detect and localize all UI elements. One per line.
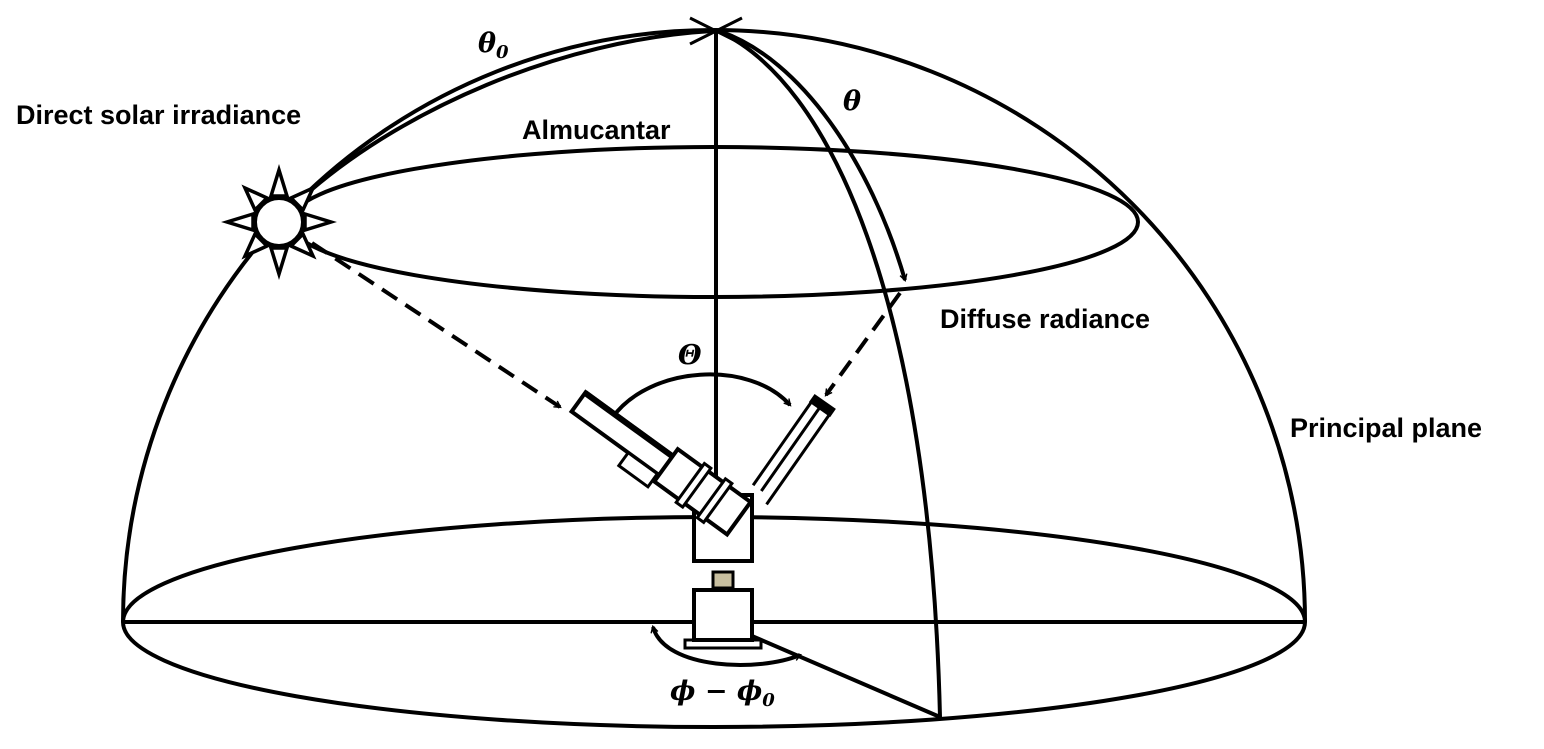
zenith-mark (689, 16, 743, 46)
view-zenith-symbol: θ (843, 86, 861, 117)
sky-tube-line (751, 400, 813, 487)
direct-solar-label: Direct solar irradiance (16, 100, 301, 130)
almucantar-label: Almucantar (522, 115, 671, 145)
sun-photometer-instrument (568, 389, 836, 650)
sun-icon (221, 164, 337, 280)
solar-zenith-arc (300, 29, 713, 200)
sensor-ring-1 (674, 461, 713, 510)
solar-zenith-symbol: θ0 (478, 28, 509, 63)
principal-plane-arc (715, 28, 942, 718)
principal-plane-label: Principal plane (1290, 413, 1482, 443)
sensor-ring-2 (695, 476, 735, 525)
diffuse-radiance-label: Diffuse radiance (940, 304, 1150, 334)
diffuse-ray (824, 291, 902, 397)
azimuth-symbol: ϕ − ϕ0 (670, 676, 775, 711)
scattering-angle-arc (610, 372, 792, 420)
sky-tube-line (765, 413, 831, 506)
mount-neck (711, 570, 735, 590)
azimuth-ground-line (751, 634, 941, 719)
sky-tube-tip (808, 393, 836, 418)
direct-beam-ray (310, 241, 562, 409)
azimuth-arc (650, 624, 802, 667)
mount-base (692, 588, 754, 642)
scattering-angle-symbol: Θ (678, 340, 702, 371)
sensor-head (651, 446, 754, 538)
collimator-clip (616, 450, 660, 489)
sky-tube-line (760, 406, 822, 492)
view-zenith-arc (721, 30, 908, 283)
collimator-tip (583, 390, 676, 461)
